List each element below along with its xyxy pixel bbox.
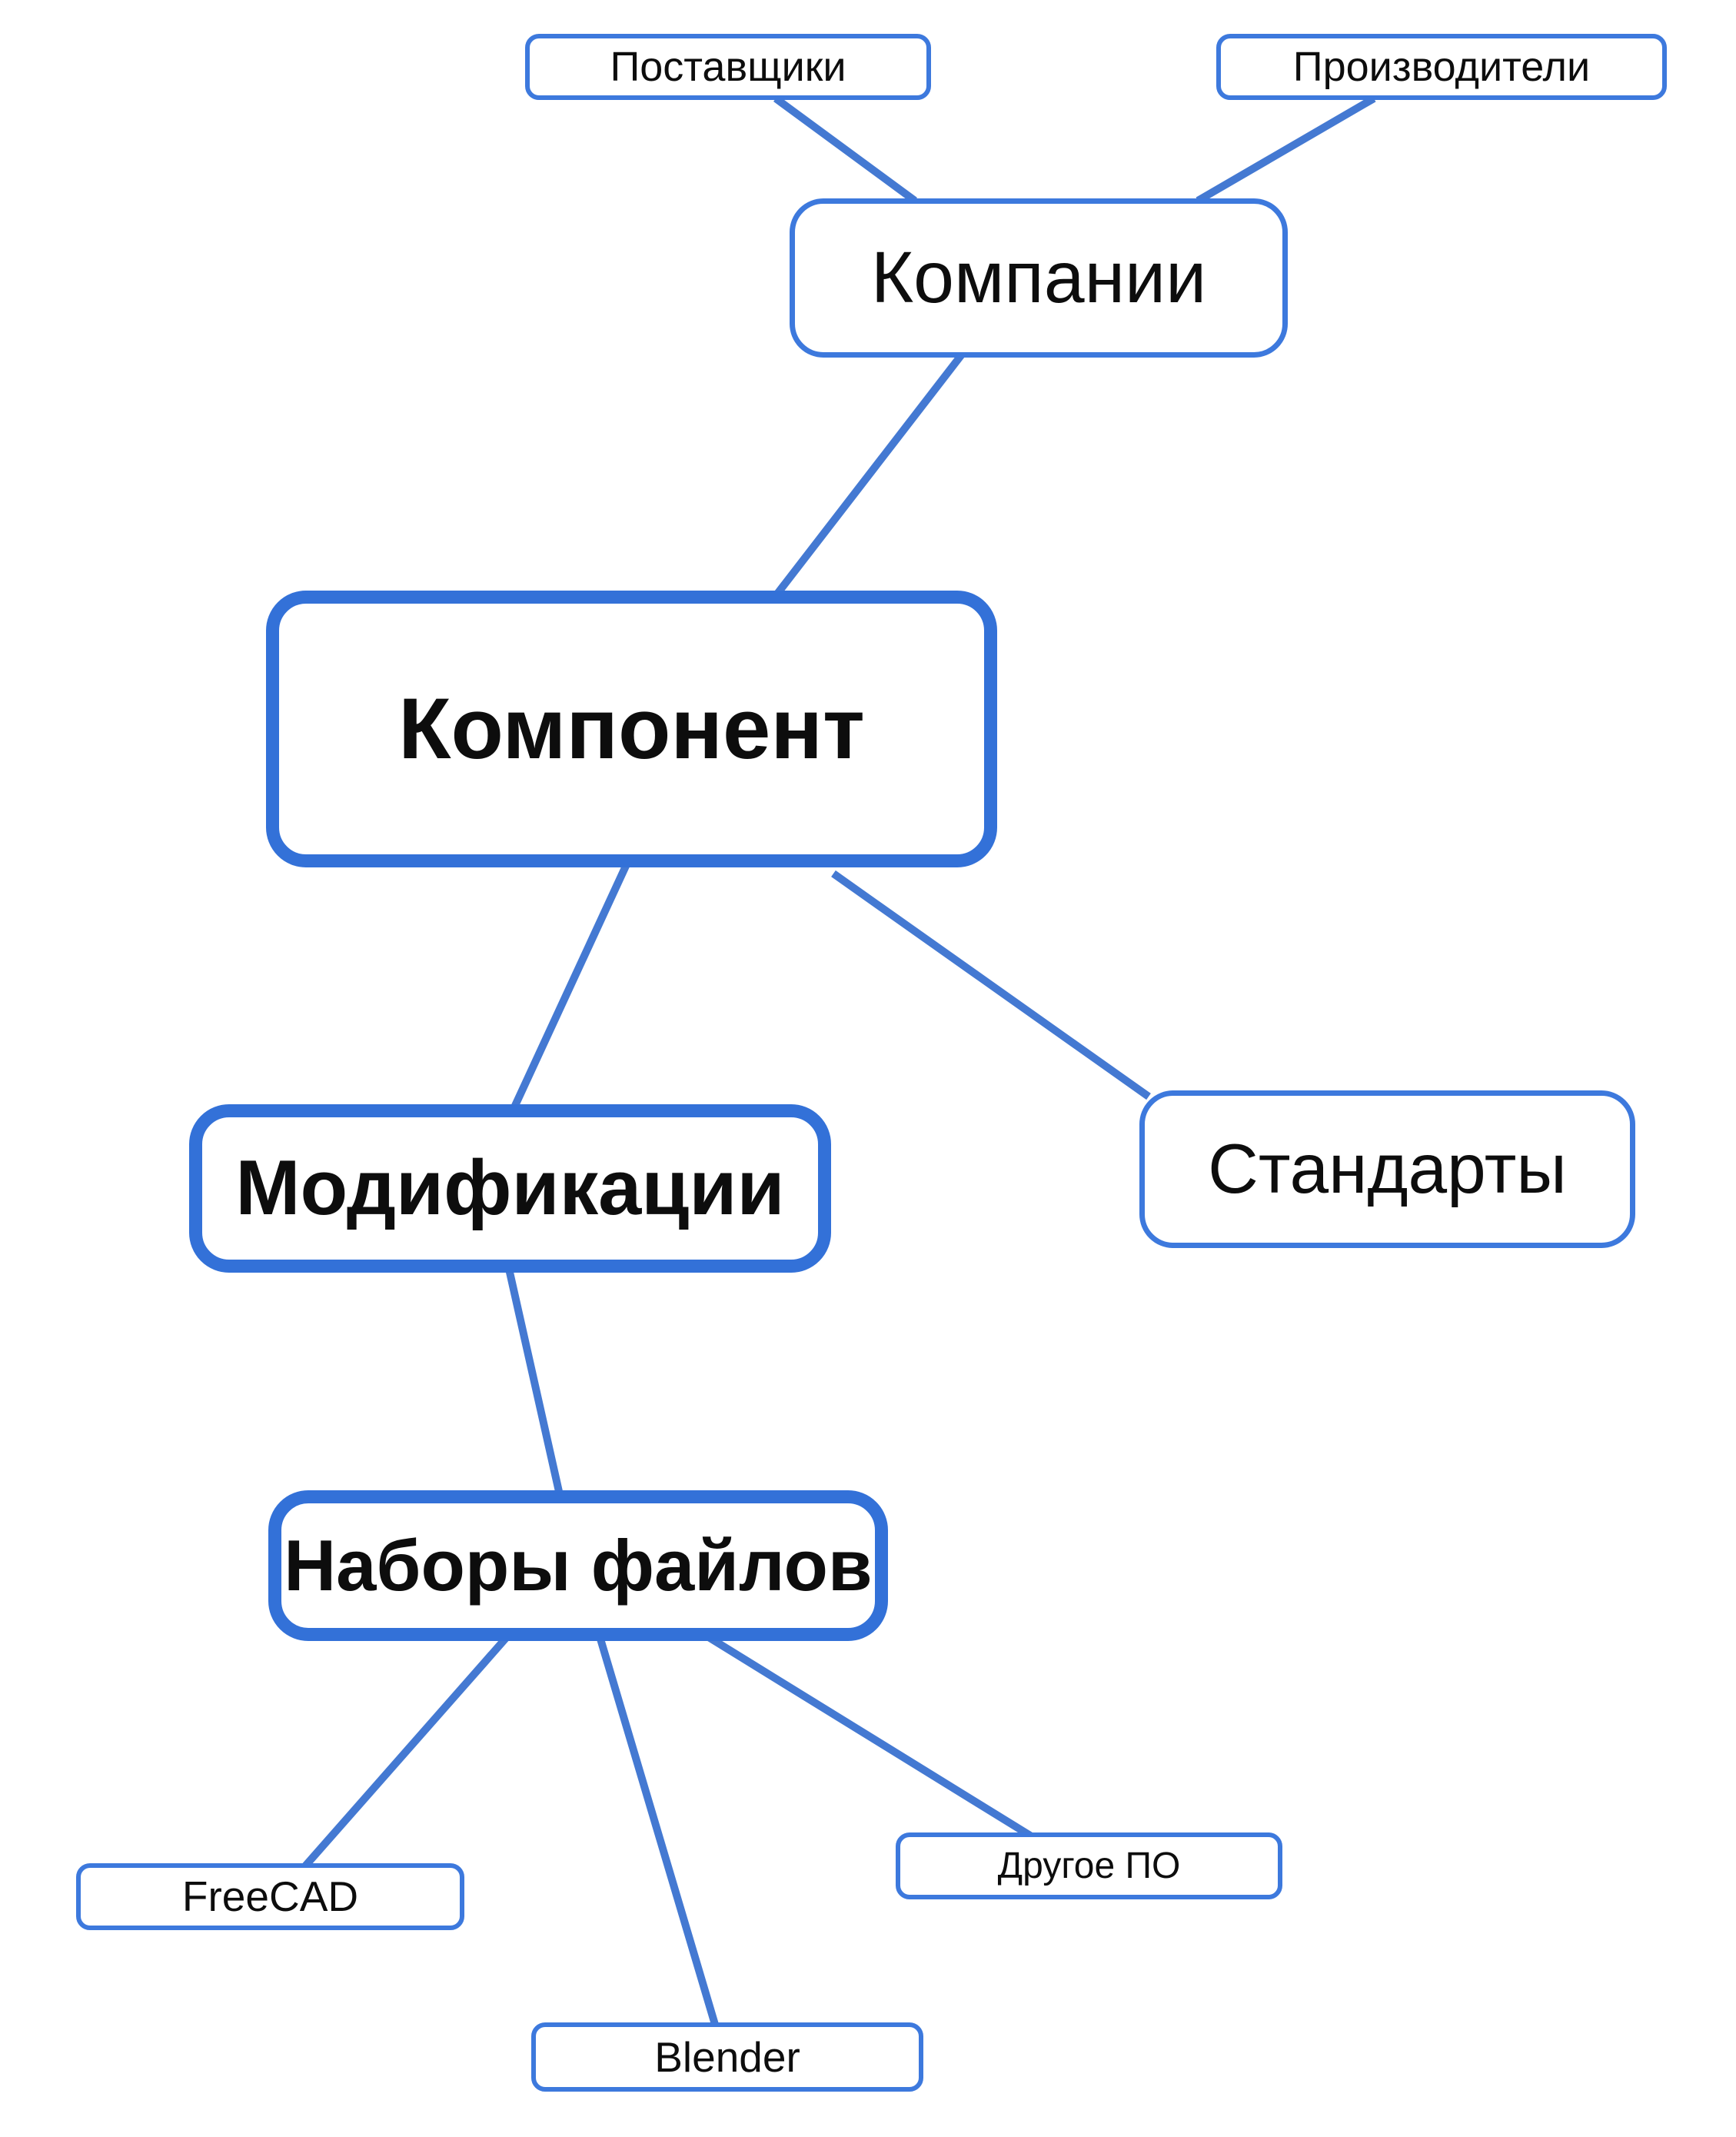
edge-modifications-filesets bbox=[505, 1267, 564, 1496]
node-other-software[interactable]: Другое ПО bbox=[896, 1832, 1282, 1899]
node-label: Другое ПО bbox=[997, 1845, 1181, 1886]
node-modifications[interactable]: Модификации bbox=[189, 1104, 831, 1273]
edge-filesets-othersoftware bbox=[705, 1633, 1033, 1839]
node-label: Blender bbox=[654, 2032, 800, 2081]
node-label: Компании bbox=[870, 237, 1207, 318]
node-label: Компонент bbox=[398, 681, 865, 777]
node-label: FreeCAD bbox=[181, 1872, 359, 1920]
edge-companies-component bbox=[772, 351, 965, 600]
node-manufacturers[interactable]: Производители bbox=[1216, 34, 1667, 100]
node-companies[interactable]: Компании bbox=[790, 198, 1288, 358]
edge-filesets-blender bbox=[596, 1635, 720, 2029]
edge-suppliers-companies bbox=[773, 95, 917, 205]
node-freecad[interactable]: FreeCAD bbox=[76, 1863, 464, 1930]
node-label: Модификации bbox=[235, 1145, 785, 1231]
node-blender[interactable]: Blender bbox=[531, 2022, 923, 2092]
node-label: Производители bbox=[1292, 44, 1591, 90]
edge-manufacturers-companies bbox=[1196, 95, 1376, 205]
node-label: Наборы файлов bbox=[284, 1525, 873, 1606]
node-file-sets[interactable]: Наборы файлов bbox=[268, 1490, 888, 1641]
node-standards[interactable]: Стандарты bbox=[1139, 1090, 1635, 1248]
edge-component-modifications bbox=[510, 862, 630, 1111]
node-component[interactable]: Компонент bbox=[266, 591, 997, 867]
node-label: Стандарты bbox=[1208, 1130, 1567, 1208]
node-suppliers[interactable]: Поставщики bbox=[525, 34, 931, 100]
node-label: Поставщики bbox=[610, 44, 846, 90]
edge-filesets-freecad bbox=[300, 1633, 510, 1872]
edge-component-standards bbox=[831, 870, 1151, 1100]
